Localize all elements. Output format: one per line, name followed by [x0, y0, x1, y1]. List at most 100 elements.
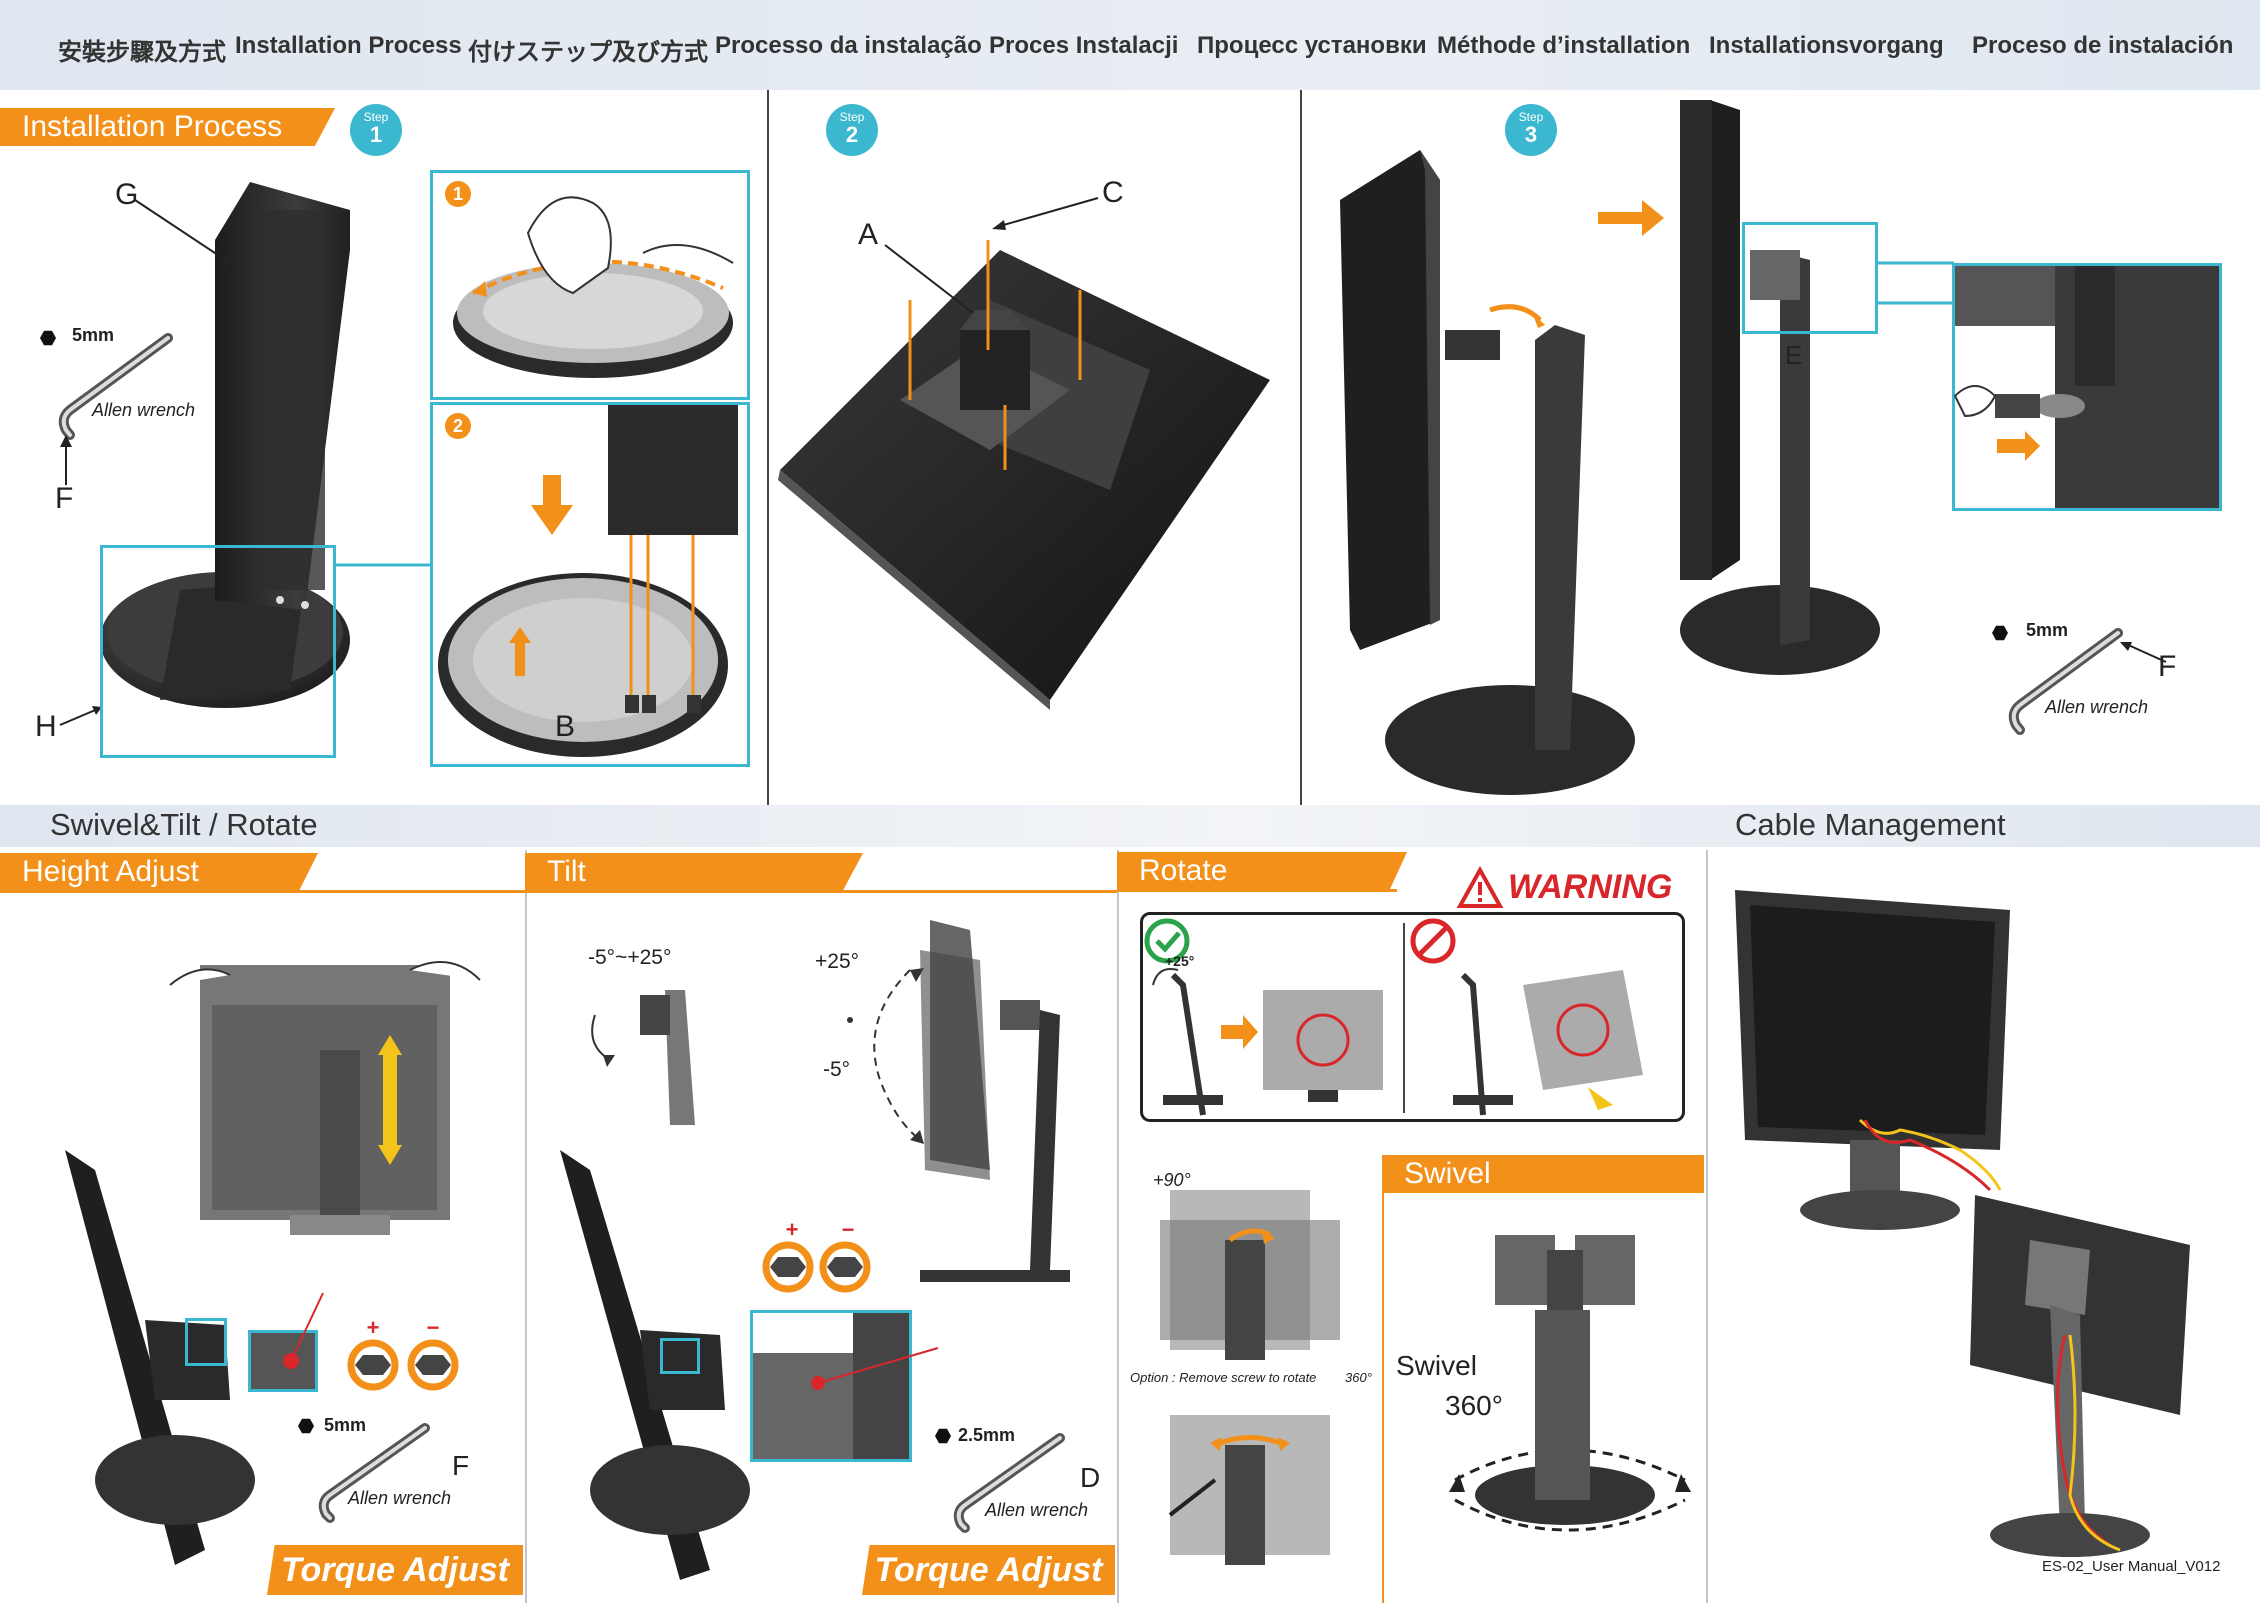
rotate-90-illustration	[1160, 1190, 1340, 1360]
hex-key-icon-tilt	[935, 1428, 951, 1444]
allen-wrench-icon-step3	[2008, 628, 2123, 735]
footer-code: ES-02_User Manual_V012	[2042, 1558, 2221, 1575]
divider-height-tilt	[525, 850, 527, 1603]
torque-adjust-label-height: Torque Adjust	[267, 1545, 523, 1595]
torque-minus-icon-tilt: −	[819, 1217, 871, 1293]
rotate-plus-25: +25°	[1165, 953, 1195, 969]
wrench-name-step3: Allen wrench	[2045, 697, 2149, 717]
wrench-name-tilt: Allen wrench	[985, 1500, 1089, 1520]
label-f-arrow-step3	[2120, 642, 2167, 663]
label-f-step1: F	[55, 482, 74, 515]
svg-text:−: −	[427, 1315, 440, 1340]
callout-connector-lines	[336, 563, 431, 567]
tilt-detail-box	[660, 1338, 700, 1374]
divider-step1-step2	[767, 90, 769, 828]
tilt-rule	[525, 890, 1117, 893]
tilt-large-illustration	[847, 920, 1070, 1282]
allen-wrench-icon-tilt	[953, 1433, 1065, 1533]
tilt-title: Tilt	[525, 853, 863, 891]
label-f-height: F	[452, 1450, 470, 1481]
step-1-badge: Step 1	[350, 104, 402, 156]
wrench-size-step3: 5mm	[2026, 620, 2069, 640]
cable-back-illustration	[1970, 1195, 2190, 1557]
lang-zh-tw: 安裝步驟及方式	[58, 39, 226, 66]
label-f-step3: F	[2158, 650, 2177, 683]
label-a-arrow	[884, 244, 974, 314]
lang-fr: Méthode d’installation	[1437, 32, 1691, 59]
warning-label: WARNING	[1508, 868, 1673, 906]
wrench-name-step1: Allen wrench	[92, 400, 196, 420]
wrench-size-step1: 5mm	[72, 325, 115, 345]
callout-2: 2 B	[430, 402, 750, 767]
label-g: G	[115, 178, 139, 211]
arrow-right-icon	[1598, 200, 1664, 236]
height-adjust-rule	[0, 890, 525, 893]
rotate-option-deg: 360°	[1345, 1370, 1372, 1385]
height-detail-box	[185, 1318, 227, 1366]
lang-en: Installation Process	[235, 32, 462, 59]
divider-step2-step3	[1300, 90, 1302, 805]
remove-cover-illustration	[453, 196, 734, 378]
swivel-label: Swivel	[1396, 1350, 1477, 1381]
callout-number-2: 2	[445, 413, 471, 439]
language-bar: 安裝步驟及方式 Installation Process 付けステップ及び方式 …	[0, 0, 2260, 90]
svg-text:+: +	[367, 1315, 380, 1340]
step-2-label: Step	[839, 110, 865, 124]
torque-plus-icon-tilt: +	[762, 1217, 814, 1293]
installation-title: Installation Process	[0, 108, 335, 146]
tilt-screw-detail	[750, 1310, 939, 1462]
label-f-arrow-step1	[60, 435, 72, 485]
swivel-tilt-rotate-title: Swivel&Tilt / Rotate	[50, 807, 318, 842]
height-screw-illustration	[251, 1292, 324, 1389]
rotate-option-note: Option : Remove screw to rotate	[1130, 1370, 1317, 1385]
label-h: H	[35, 710, 57, 743]
rotate-title: Rotate	[1117, 852, 1407, 890]
divider-tilt-rotate	[1117, 850, 1119, 1603]
label-a: A	[858, 218, 879, 251]
screw-insert-illustration	[1953, 266, 2219, 508]
torque-icons-tilt: + −	[762, 1217, 871, 1293]
label-d: D	[1080, 1462, 1101, 1493]
step-1-number: 1	[369, 122, 383, 147]
allen-wrench-icon-height	[318, 1423, 430, 1523]
label-c: C	[1102, 176, 1124, 209]
label-h-arrow	[59, 706, 102, 726]
monitor-attached-illustration	[1680, 100, 1880, 675]
tilt-small-illustration	[591, 990, 695, 1125]
tilt-plus-25: +25°	[815, 950, 860, 973]
step-2-badge: Step 2	[826, 104, 878, 156]
tilt-minus-5: -5°	[823, 1058, 851, 1081]
height-adjust-title: Height Adjust	[0, 853, 318, 891]
label-b: B	[555, 710, 576, 743]
step-3-number: 3	[1524, 122, 1538, 147]
label-e: E	[1785, 340, 1803, 370]
rotate-remove-screw-illustration	[1168, 1415, 1330, 1565]
swivel-title: Swivel	[1382, 1155, 1704, 1193]
step-1-label: Step	[363, 110, 389, 124]
tilt-screw-illustration	[753, 1313, 939, 1459]
lang-pt: Processo da instalação	[715, 32, 982, 59]
rotate-warning-panel: +25°	[1140, 912, 1685, 1122]
step-3-badge: Step 3	[1505, 104, 1557, 156]
hex-key-icon-height	[298, 1418, 314, 1434]
label-c-arrow	[992, 197, 1099, 230]
cable-front-illustration	[1735, 890, 2010, 1230]
svg-text:+: +	[786, 1217, 799, 1242]
allen-wrench-icon	[58, 333, 173, 440]
step3-highlight-box	[1742, 222, 1878, 334]
wrench-size-height: 5mm	[324, 1415, 367, 1435]
hex-key-icon	[40, 330, 56, 346]
svg-text:−: −	[842, 1217, 855, 1242]
height-adjust-illustration	[169, 961, 481, 1235]
height-screw-detail	[248, 1292, 324, 1392]
torque-plus-icon: +	[347, 1315, 399, 1391]
swivel-deg: 360°	[1445, 1390, 1503, 1421]
stand-base-illustration	[100, 182, 350, 708]
rotate-warning-illustration	[1144, 918, 1643, 1116]
warning-triangle-icon	[1456, 865, 1504, 908]
step-2-number: 2	[845, 122, 859, 147]
tilt-range-small: -5°~+25°	[588, 946, 672, 969]
divider-rotate-cable	[1706, 850, 1708, 1603]
callout-number-1: 1	[445, 181, 471, 207]
hex-key-icon-step3	[1992, 625, 2008, 641]
